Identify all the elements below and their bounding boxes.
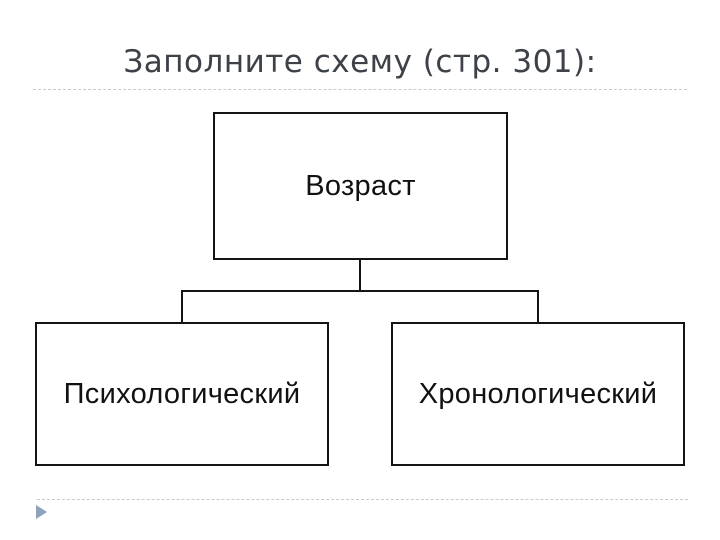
diagram-box-child-left-label: Психологический <box>63 377 301 410</box>
diagram-box-child-right-label: Хронологический <box>418 377 658 410</box>
slide-title: Заполните схему (стр. 301): <box>123 44 597 80</box>
diagram-box-root-label: Возраст <box>305 169 416 202</box>
diagram-box-root: Возраст <box>213 112 508 260</box>
connector-root-drop <box>359 260 361 292</box>
title-divider-line <box>33 89 687 90</box>
footer-divider-line <box>37 499 688 500</box>
diagram-box-child-left: Психологический <box>35 322 329 466</box>
connector-left-drop <box>181 292 183 322</box>
diagram-box-child-right: Хронологический <box>391 322 685 466</box>
connector-right-drop <box>537 292 539 322</box>
triangle-right-icon <box>36 505 47 519</box>
connector-horizontal <box>181 290 539 292</box>
